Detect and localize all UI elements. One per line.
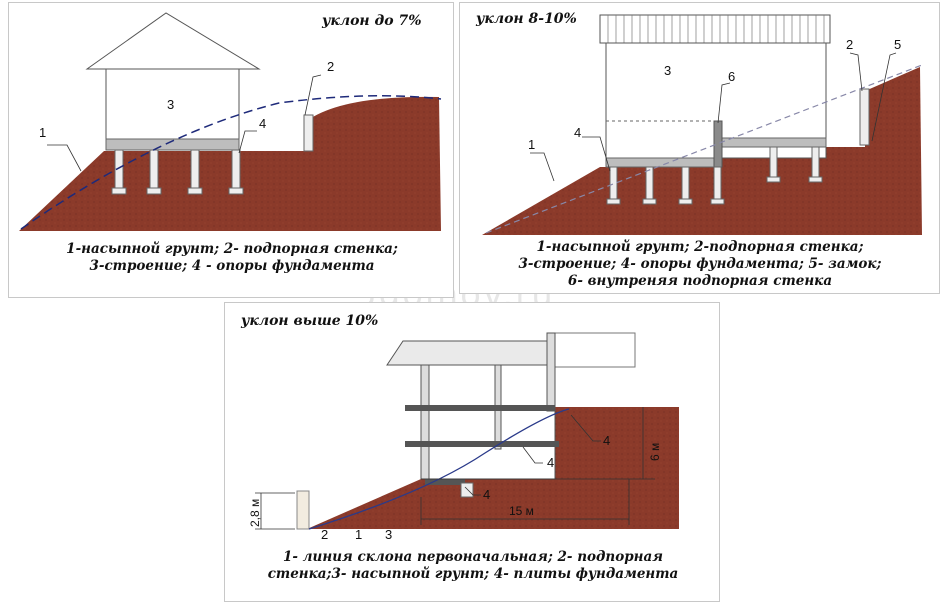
house-roof — [85, 12, 261, 70]
house-floor-slab — [105, 138, 240, 151]
soil-fill — [19, 96, 441, 231]
dimension-lines — [255, 407, 655, 530]
panel3-caption: 1- линия склона первоначальная; 2- подпо… — [229, 549, 717, 583]
label-4: 4 — [574, 125, 581, 140]
label-2: 2 — [846, 37, 853, 52]
original-slope-line — [20, 95, 442, 230]
panel2-caption-line1: 1-насыпной грунт; 2-подпорная стенка; — [536, 239, 864, 255]
lower-floor-slab — [605, 157, 719, 168]
label-4-middle: 4 — [547, 455, 554, 470]
panel-slope-8-10: 1 2 3 4 5 6 уклон 8-10% 1-насыпной грунт… — [459, 2, 940, 294]
label-1: 1 — [39, 125, 46, 140]
panel1-title: уклон до 7% — [322, 13, 422, 29]
upper-structure — [554, 332, 636, 368]
label-5: 5 — [894, 37, 901, 52]
house-walls — [105, 68, 240, 142]
panel-slope-above-10: 4 4 4 2 1 3 2,8 м 6 м 15 м уклон выше 10… — [224, 302, 720, 602]
panel2-caption: 1-насыпной грунт; 2-подпорная стенка; 3-… — [464, 239, 936, 290]
label-2: 2 — [321, 527, 328, 542]
original-slope-line — [308, 408, 570, 530]
panel2-caption-line3: 6- внутреняя подпорная стенка — [567, 273, 833, 289]
upper-floor-slab — [717, 137, 827, 148]
panel2-title: уклон 8-10% — [476, 11, 577, 27]
foundation-block — [460, 482, 474, 498]
dim-height-right: 6 м — [648, 443, 662, 461]
floor-slab-top — [405, 405, 555, 411]
soil-fill — [482, 67, 922, 235]
label-1: 1 — [528, 137, 535, 152]
panel1-caption: 1-насыпной грунт; 2- подпорная стенка; 3… — [19, 241, 445, 275]
panel3-title: уклон выше 10% — [241, 313, 379, 329]
panel-slope-up-to-7: 1 2 3 4 уклон до 7% 1-насыпной грунт; 2-… — [8, 2, 454, 298]
roof-hatching — [607, 15, 825, 43]
retaining-wall — [859, 88, 870, 146]
house-roof — [386, 340, 556, 366]
floor-slab-bottom — [425, 479, 465, 485]
retaining-wall — [303, 114, 314, 152]
retaining-wall — [296, 490, 310, 530]
original-slope-line — [485, 64, 923, 234]
panel1-caption-line2: 3-строение; 4 - опоры фундамента — [89, 258, 375, 274]
panel3-caption-line2: стенка;3- насыпной грунт; 4- плиты фунда… — [267, 566, 679, 582]
panel3-caption-line1: 1- линия склона первоначальная; 2- подпо… — [282, 549, 664, 565]
label-6: 6 — [728, 69, 735, 84]
label-3: 3 — [167, 97, 174, 112]
panel2-caption-line2: 3-строение; 4- опоры фундамента; 5- замо… — [518, 256, 882, 272]
label-4-lower: 4 — [483, 487, 490, 502]
panel3-drawing: 4 4 4 2 1 3 2,8 м 6 м 15 м — [248, 332, 679, 542]
label-4-upper: 4 — [603, 433, 610, 448]
inner-retaining-wall — [713, 120, 723, 168]
dim-height-left: 2,8 м — [248, 499, 262, 527]
dim-length: 15 м — [509, 504, 534, 518]
panel1-drawing: 1 2 3 4 — [19, 12, 442, 231]
label-4: 4 — [259, 116, 266, 131]
panel1-caption-line1: 1-насыпной грунт; 2- подпорная стенка; — [66, 241, 398, 257]
label-3: 3 — [385, 527, 392, 542]
label-1: 1 — [355, 527, 362, 542]
label-3: 3 — [664, 63, 671, 78]
foundation-supports — [606, 146, 823, 205]
panel2-drawing: 1 2 3 4 5 6 — [482, 14, 923, 235]
foundation-supports — [111, 149, 244, 195]
floor-slab-middle — [405, 441, 559, 447]
house-roof — [599, 14, 831, 44]
label-2: 2 — [327, 59, 334, 74]
